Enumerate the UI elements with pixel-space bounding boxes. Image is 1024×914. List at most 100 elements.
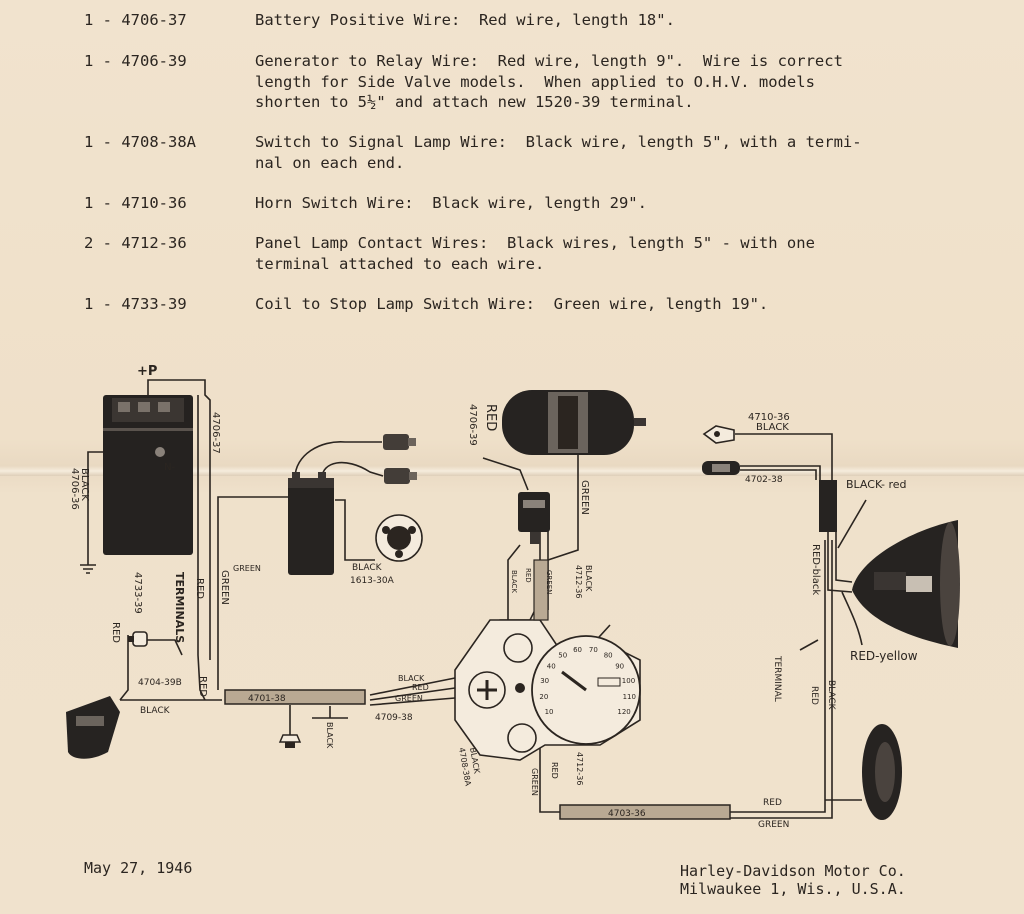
label-plus-p: +P (137, 364, 157, 379)
part-number: 1 - 4710-36 (84, 194, 187, 212)
wire-black-branch (312, 706, 348, 719)
label-green-i: GREEN (758, 820, 789, 830)
part-description: Panel Lamp Contact Wires: Black wires, l… (255, 234, 815, 273)
label-4706-39: 4706-39 (467, 404, 478, 446)
bulb-icon (278, 734, 302, 748)
speedometer-numeral: 70 (589, 646, 598, 654)
timer-icon (375, 514, 423, 562)
speedometer-numeral: 110 (623, 693, 636, 701)
leader-red-yellow (841, 591, 863, 646)
spark-plug-icon (383, 434, 417, 484)
harness-sleeve-head (819, 480, 837, 532)
part-description: Battery Positive Wire: Red wire, length … (255, 11, 675, 29)
label-black-left: BLACK (79, 468, 90, 501)
label-red-a: RED (194, 578, 205, 599)
stop-lamp-switch (128, 631, 148, 647)
label-green-a: GREEN (219, 570, 230, 605)
speedometer-numeral: 60 (573, 646, 582, 654)
speedometer-numeral: 40 (547, 663, 556, 671)
part-number: 1 - 4706-39 (84, 52, 187, 70)
speedometer-numeral: 50 (558, 652, 567, 660)
label-red-f: RED (412, 683, 429, 692)
part-description: Generator to Relay Wire: Red wire, lengt… (255, 52, 843, 111)
label-terminal: TERMINAL (772, 655, 782, 702)
wire-battery-positive (147, 379, 211, 660)
label-green-gen: GREEN (579, 480, 590, 515)
part-number: 1 - 4706-37 (84, 11, 187, 29)
label-black-horn: BLACK (756, 422, 789, 433)
ignition-coil (288, 472, 334, 575)
label-black-f: BLACK (398, 674, 425, 683)
label-black-j: BLACK (826, 680, 836, 711)
wire-stop-switch (119, 635, 129, 701)
label-4704-39b: 4704-39B (138, 678, 182, 688)
label-red-b: RED (110, 622, 121, 643)
footer-company-line1: Harley-Davidson Motor Co. (680, 862, 906, 880)
wire-horn-switch (735, 433, 833, 480)
label-4709-38: 4709-38 (375, 713, 413, 723)
wire-right-green (730, 540, 833, 819)
signal-lamp-icon (702, 461, 740, 475)
label-black-relay2: BLACK (510, 570, 518, 593)
label-red-yellow: RED-yellow (850, 649, 918, 663)
wire-red-main (197, 395, 206, 701)
generator (502, 390, 646, 455)
speedometer-numeral: 100 (622, 677, 635, 685)
label-4710-36: 4710-36 (748, 412, 790, 423)
label-black-coil: BLACK (352, 563, 383, 573)
part-description: Coil to Stop Lamp Switch Wire: Green wir… (255, 295, 769, 313)
leader-terminal (799, 639, 819, 651)
label-red-i: RED (763, 798, 782, 808)
wire-coil-timer (335, 499, 375, 561)
harness-sleeve-4701-38 (224, 689, 366, 705)
wire-plug-1 (294, 441, 382, 479)
label-green-relay: GREEN (545, 570, 553, 594)
horn-switch-icon (702, 425, 735, 444)
label-red-j: RED (809, 686, 819, 705)
headlamp (852, 520, 960, 648)
part-number: 1 - 4733-39 (84, 295, 187, 313)
wire-signal (740, 465, 821, 480)
label-4712-36-b: 4712-36 (575, 752, 584, 785)
label-terminals: TERMINALS (173, 572, 186, 643)
label-1613-30a: 1613-30A (350, 576, 395, 586)
label-4733-39: 4733-39 (132, 572, 143, 614)
harness-sleeve-4703-36 (559, 804, 731, 820)
tail-lamp (66, 696, 120, 759)
label-4712-36-a: 4712-36 (574, 565, 583, 598)
speedometer-numeral: 20 (539, 693, 548, 701)
part-description: Switch to Signal Lamp Wire: Black wire, … (255, 133, 862, 172)
label-green-h: GREEN (530, 768, 539, 796)
battery (103, 395, 193, 555)
label-green-coil: GREEN (233, 564, 261, 573)
footer-date: May 27, 1946 (84, 859, 193, 877)
label-black-e: BLACK (325, 722, 334, 749)
label-4706-37: 4706-37 (210, 412, 221, 454)
wire-gen-relay-red (482, 457, 529, 491)
ground-icon (80, 564, 96, 574)
speedometer-numeral: 10 (545, 708, 554, 716)
label-4701-38: 4701-38 (248, 694, 286, 704)
wire-headlamp-2 (835, 532, 853, 583)
label-black-relay: BLACK (584, 565, 593, 592)
wire-panel-down (539, 745, 560, 813)
label-red-black: RED-black (810, 544, 821, 595)
wire-gen-green (547, 455, 579, 561)
instrument-panel (454, 619, 641, 761)
label-4703-36: 4703-36 (608, 809, 646, 819)
wire-headlamp (827, 532, 853, 593)
horn (862, 724, 902, 820)
speedometer-numeral: 80 (604, 652, 613, 660)
wire-relay-black (507, 544, 521, 620)
paper-fold (0, 466, 1024, 476)
leader-black-red (837, 499, 867, 549)
part-description: Horn Switch Wire: Black wire, length 29"… (255, 194, 647, 212)
wire-plug-2 (321, 461, 384, 479)
speedometer-numeral: 120 (617, 708, 630, 716)
wire-green-coil (217, 496, 288, 560)
part-number: 2 - 4712-36 (84, 234, 187, 252)
label-4706-36: 4706-36 (69, 468, 80, 510)
